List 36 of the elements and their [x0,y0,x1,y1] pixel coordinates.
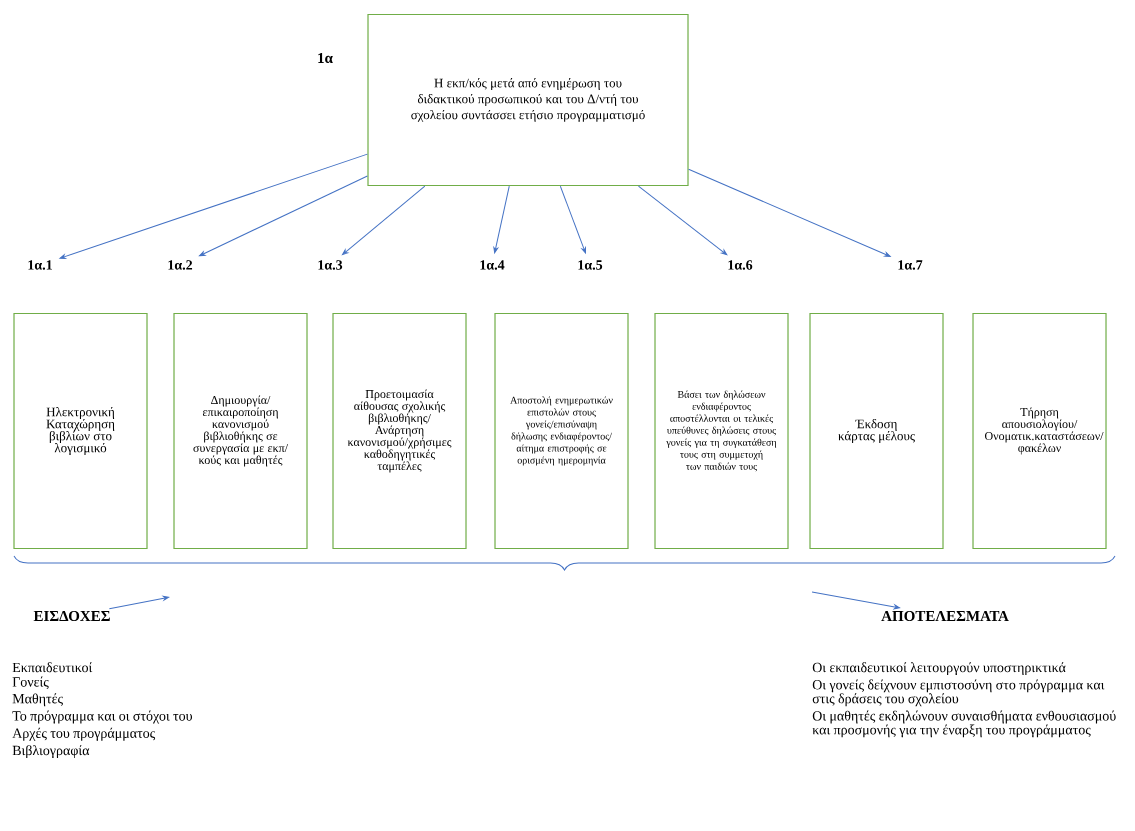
arrow [811,591,901,610]
list-item: Γονείς [12,676,49,689]
arrow [342,185,426,256]
process-box: Δημιουργία/επικαιροποίηση κανονισμού βιβλιοθήκης σε συνεργασία με εκπ/κούς και μαθητές [173,312,308,550]
process-box: Βάσει των δηλώσεων ενδιαφέροντος αποστέλλονται οι τελικές υπεύθυνες δηλώσεις στους γονείς για τη συγκατάθεση τους στη συμμετοχή των παιδιών τους [654,312,789,550]
process-box: Η εκπ/κός μετά από ενημέρωση του διδακτικού προσωπικού και του Δ/ντή του σχολείου συντάσσει ετήσιο προγραμματισμό [367,13,689,187]
heading: ΑΠΟΤΕΛΕΣΜΑΤΑ [881,610,1009,622]
list-item: Εκπαιδευτικοί [12,662,93,673]
step-number: 1α.3 [318,260,343,270]
step-number: 1α.4 [480,260,505,270]
list-item: Οι γονείς δείχνουν εμπιστοσύνη στο πρόγραμμα και στις δράσεις του σχολείου [812,679,1105,707]
process-box: Προετοιμασία αίθουσας σχολικής βιβλιοθήκης/Ανάρτηση κανονισμού/χρήσιμες καθοδηγητικές ταμπέλες [332,312,467,550]
heading: ΕΙΣΔΟΧΕΣ [33,610,110,622]
arrow [493,185,510,254]
step-number: 1α.6 [728,260,753,270]
list-item: Μαθητές [12,693,63,707]
arrow [59,153,368,259]
step-number: 1α.1 [28,260,52,270]
list-item: Το πρόγραμμα και οι στόχοι του [12,710,192,724]
arrow [688,168,891,257]
process-box: Αποστολή ενημερωτικών επιστολών στους γονείς/επισύναψη δήλωσης ενδιαφέροντος/αίτημα επιστροφής σε ορισμένη ημερομηνία [494,312,629,550]
list-item: Οι εκπαιδευτικοί λειτουργούν υποστηρικτικά [812,662,1066,676]
process-box: Ηλεκτρονική Καταχώρηση βιβλίων στο λογισμικό [13,312,148,550]
arrow [199,175,368,257]
list-item: Αρχές του προγράμματος [12,727,156,741]
list-item: Βιβλιογραφία [12,745,90,758]
step-number: 1α [318,53,333,63]
list-item: Οι μαθητές εκδηλώνουν συναισθήματα ενθουσιασμού και προσμονής για την έναρξη του προγράμματος [812,710,1116,738]
arrow [108,595,170,610]
step-number: 1α.5 [578,260,603,270]
arrow [559,185,586,254]
process-box: Τήρηση απουσιολογίου/ Ονοματικ.καταστάσεων/φακέλων [972,312,1107,550]
step-number: 1α.7 [898,260,923,270]
step-number: 1α.2 [168,260,193,270]
arrow [637,185,728,256]
process-box: Έκδοση κάρτας μέλους [809,312,944,550]
